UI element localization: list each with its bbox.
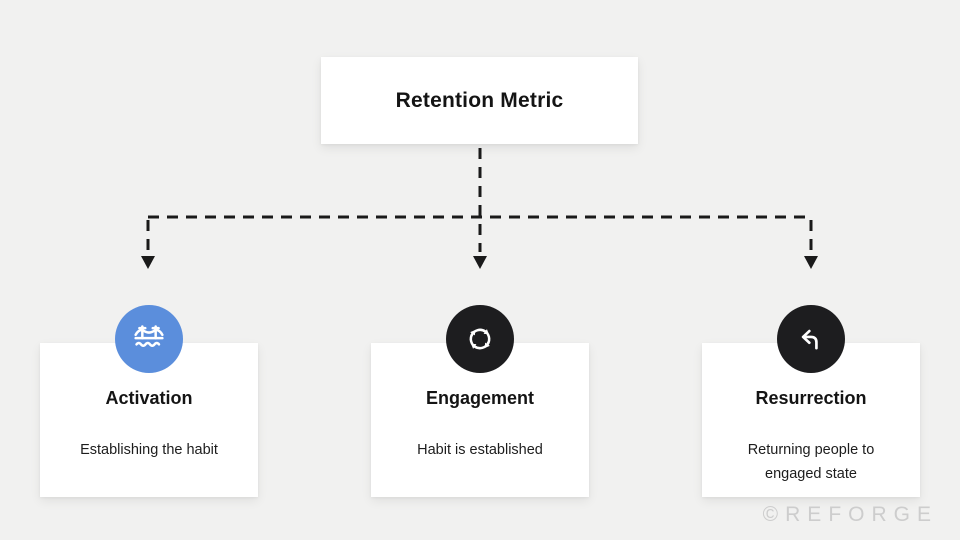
card-engagement: Engagement Habit is established	[371, 305, 589, 497]
card-activation: Activation Establishing the habit	[40, 305, 258, 497]
card-title: Activation	[105, 388, 193, 408]
root-node-label: Retention Metric	[395, 88, 564, 112]
arrowhead-left	[141, 256, 155, 269]
reforge-watermark: ©REFORGE	[762, 503, 938, 526]
return-arrow-icon	[777, 305, 845, 373]
arrowhead-right	[804, 256, 818, 269]
card-description: Habit is established	[417, 442, 543, 458]
card-title: Engagement	[425, 388, 535, 408]
cycle-arrows-icon	[446, 305, 514, 373]
card-description: Returning people to engaged state	[747, 442, 875, 482]
bridge-icon	[115, 305, 183, 373]
card-title: Resurrection	[755, 388, 867, 408]
card-resurrection: Resurrection Returning people to engaged…	[702, 305, 920, 497]
root-node: Retention Metric	[321, 57, 638, 144]
card-description: Establishing the habit	[80, 442, 218, 458]
arrowhead-center	[473, 256, 487, 269]
